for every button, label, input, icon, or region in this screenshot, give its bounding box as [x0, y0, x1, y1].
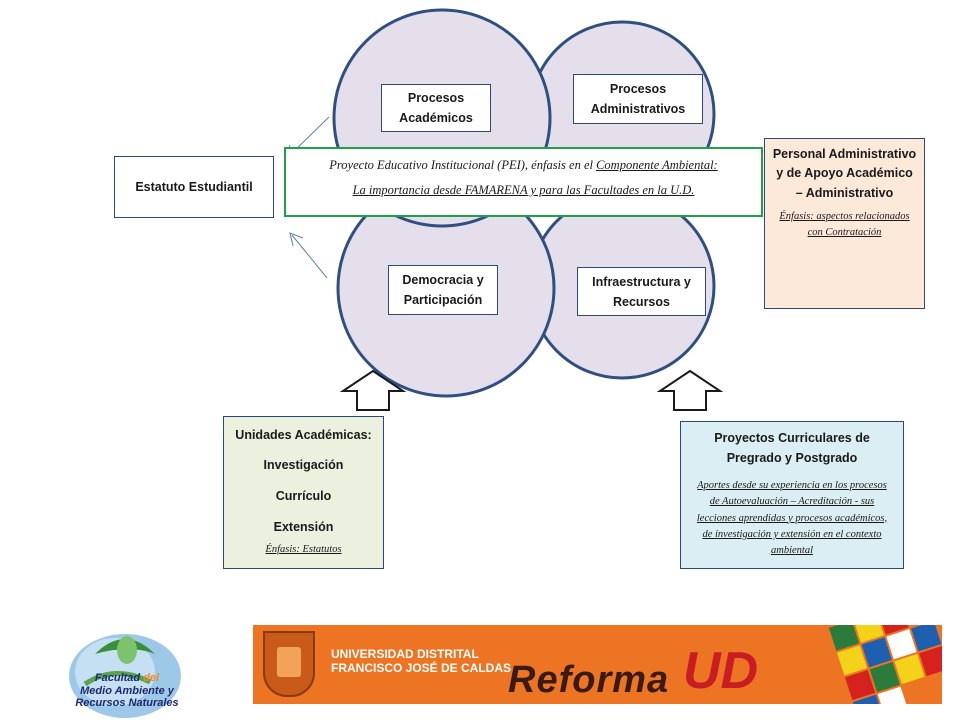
- faculty-logo: Facultad del Medio Ambiente y Recursos N…: [55, 614, 185, 720]
- faculty-logo-graphic: [69, 634, 181, 718]
- infraestructura-label: Infraestructura y Recursos: [592, 274, 691, 309]
- pei-box: Proyecto Educativo Institucional (PEI), …: [284, 147, 763, 217]
- faculty-logo-text: Facultad del Medio Ambiente y Recursos N…: [69, 672, 185, 710]
- unidades-item-curriculo: Currículo: [275, 489, 332, 503]
- procesos-administrativos-box: Procesos Administrativos: [573, 74, 703, 124]
- procesos-academicos-label: Procesos Académicos: [399, 91, 473, 125]
- personal-note: Énfasis: aspectos relacionados con Contr…: [779, 211, 910, 238]
- arrow-lower-line: [291, 234, 328, 279]
- infraestructura-box: Infraestructura y Recursos: [577, 267, 706, 316]
- faculty-logo-line3: Recursos Naturales: [75, 697, 179, 710]
- personal-title: Personal Administrativo y de Apoyo Acadé…: [772, 147, 917, 200]
- pei-line1: Proyecto Educativo Institucional (PEI), …: [286, 157, 761, 173]
- democracia-label: Democracia y Participación: [402, 273, 484, 307]
- pei-line1-prefix: Proyecto Educativo Institucional (PEI), …: [329, 158, 597, 172]
- proyectos-title: Proyectos Curriculares de Pregrado y Pos…: [714, 431, 870, 465]
- unidades-note: Énfasis: Estatutos: [265, 544, 342, 555]
- procesos-administrativos-label: Procesos Administrativos: [590, 82, 686, 116]
- university-name-line1: UNIVERSIDAD DISTRITAL: [331, 647, 479, 661]
- block-up-arrow-left: [339, 369, 407, 411]
- arrow-lower-head: [289, 232, 304, 247]
- reforma-wordmark: Reforma: [508, 659, 670, 701]
- pei-line1-underlined: Componente Ambiental:: [596, 158, 718, 172]
- procesos-academicos-box: Procesos Académicos: [381, 84, 491, 132]
- faculty-logo-word-facultad: Facultad: [94, 672, 141, 684]
- unidades-title: Unidades Académicas:: [235, 428, 372, 442]
- estatuto-label: Estatuto Estudiantil: [135, 180, 253, 194]
- university-name: UNIVERSIDAD DISTRITAL FRANCISCO JOSÉ DE …: [331, 647, 511, 676]
- estatuto-box: Estatuto Estudiantil: [114, 156, 274, 218]
- ud-wordmark: UD: [683, 642, 759, 700]
- faculty-logo-line2: Medio Ambiente y: [80, 684, 174, 697]
- democracia-box: Democracia y Participación: [388, 265, 498, 315]
- proyectos-box: Proyectos Curriculares de Pregrado y Pos…: [680, 421, 904, 569]
- university-name-line2: FRANCISCO JOSÉ DE CALDAS: [331, 661, 512, 676]
- unidades-item-extension: Extensión: [273, 520, 334, 534]
- reforma-banner: UNIVERSIDAD DISTRITAL FRANCISCO JOSÉ DE …: [253, 625, 942, 704]
- rubik-cube-icon: [828, 625, 942, 704]
- block-up-arrow-right: [656, 369, 724, 411]
- unidades-box: Unidades Académicas: Investigación Currí…: [223, 416, 384, 569]
- faculty-logo-word-del: del: [143, 672, 160, 684]
- personal-box: Personal Administrativo y de Apoyo Acadé…: [764, 138, 925, 309]
- university-crest-icon: [263, 631, 315, 697]
- pei-line2: La importancia desde FAMARENA y para las…: [352, 183, 695, 198]
- unidades-item-investigacion: Investigación: [263, 458, 344, 472]
- faculty-logo-line1: Facultad del: [69, 672, 185, 685]
- proyectos-note: Aportes desde su experiencia en los proc…: [696, 480, 888, 557]
